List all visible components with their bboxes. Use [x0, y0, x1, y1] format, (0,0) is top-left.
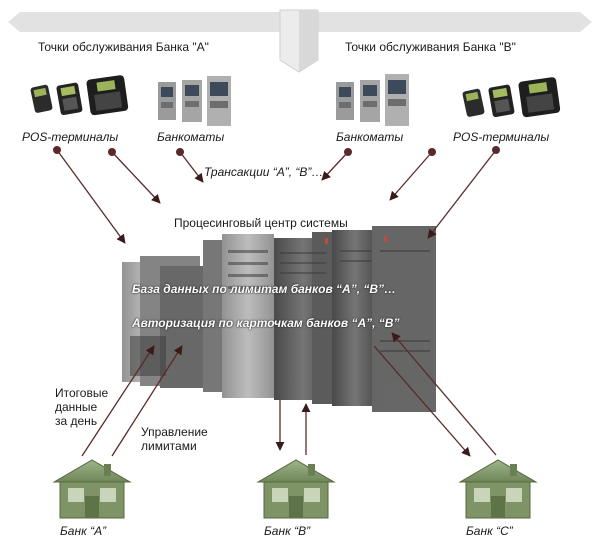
daily-totals-label: Итоговые данные за день: [55, 386, 108, 428]
transaction-arrows: [56, 149, 497, 244]
bank-c-label: Банк “С”: [466, 524, 513, 538]
pos-right-label: POS-терминалы: [453, 130, 550, 144]
authorization-label: Авторизация по карточкам банков “А”, “В”: [132, 316, 400, 330]
top-banner: [8, 9, 592, 73]
pos-terminals-right-icon: [462, 77, 561, 118]
bank-b-label: Банк “В”: [264, 524, 311, 538]
bank-b-house-icon: [256, 459, 336, 519]
atm-right-icon: [336, 74, 409, 126]
bank-arrows: [81, 332, 497, 457]
db-limits-label: База данных по лимитам банков “А”, “В”…: [132, 282, 397, 296]
limit-management-line-1: Управление: [141, 425, 208, 439]
connector-dots: [53, 146, 500, 156]
atm-left-icon: [158, 76, 231, 126]
right-service-points-title: Точки обслуживания Банка "В": [345, 40, 516, 54]
daily-totals-line-1: Итоговые: [55, 386, 109, 400]
pos-left-label: POS-терминалы: [22, 130, 119, 144]
transactions-label: Трансакции “А”, “В”…: [204, 165, 324, 179]
atm-left-label: Банкоматы: [157, 130, 225, 144]
bank-a-label: Банк “А”: [60, 524, 107, 538]
atm-right-label: Банкоматы: [336, 130, 404, 144]
pos-terminals-left-icon: [30, 75, 129, 116]
daily-totals-line-2: данные: [55, 400, 98, 414]
limit-management-label: Управление лимитами: [141, 425, 208, 453]
processing-center-title: Процесинговый центр системы: [174, 216, 348, 230]
limit-management-line-2: лимитами: [141, 439, 197, 453]
left-service-points-title: Точки обслуживания Банка "А": [38, 40, 209, 54]
bank-c-house-icon: [458, 459, 538, 519]
daily-totals-line-3: за день: [55, 414, 98, 428]
bank-a-house-icon: [52, 459, 132, 519]
